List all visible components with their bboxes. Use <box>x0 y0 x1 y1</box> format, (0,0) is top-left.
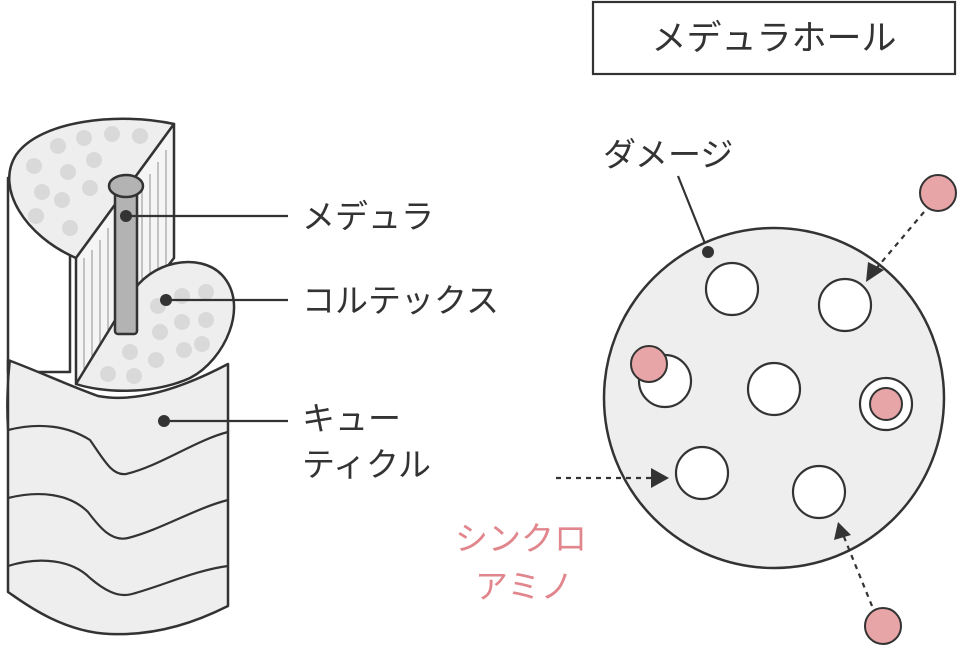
hole <box>746 361 802 417</box>
damage-label: ダメージ <box>603 135 733 174</box>
title-box <box>591 0 957 76</box>
hair-illustration <box>6 117 288 636</box>
cuticle-label-line2: ティクル <box>302 445 431 484</box>
medulla-rod <box>113 184 139 336</box>
hole <box>704 261 760 317</box>
medulla-top <box>107 173 145 199</box>
cortex-label: コルテックス <box>302 281 499 320</box>
damage-leader-line <box>676 175 708 247</box>
dashed-arrows <box>556 211 925 607</box>
hole <box>674 445 730 501</box>
amino-particle <box>864 607 902 645</box>
title-text: メデュラホール <box>651 19 896 59</box>
amino-particle <box>869 387 903 421</box>
synchro-amino-label-line1: シンクロ <box>455 519 587 558</box>
hole <box>791 464 847 520</box>
arrow-heads <box>651 262 884 540</box>
amino-particle <box>630 345 668 383</box>
amino-particle <box>919 174 957 212</box>
cuticle-label-line1: キュー <box>302 399 401 438</box>
medulla-label: メデュラ <box>302 197 434 236</box>
synchro-amino-label-line2: アミノ <box>475 567 573 606</box>
hole <box>817 277 873 333</box>
cuticle-layers <box>6 359 229 597</box>
amino-particles <box>630 174 957 645</box>
damage-pointer-dot <box>702 246 714 258</box>
